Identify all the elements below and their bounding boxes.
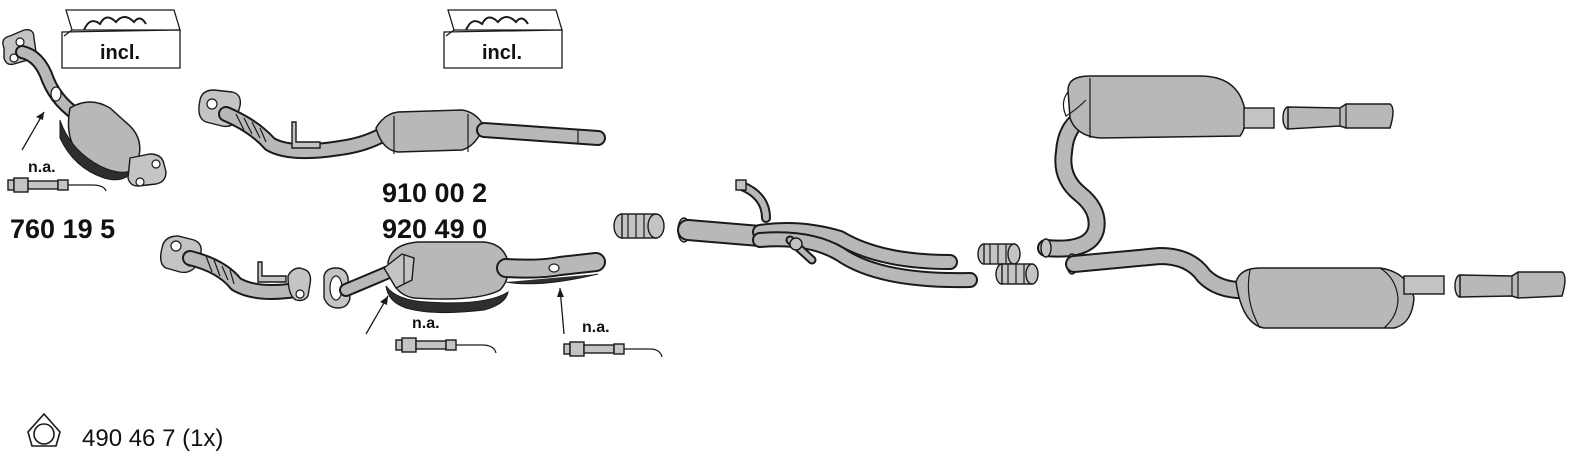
clamp-icon[interactable] [977,243,1021,265]
part-number-910-00-2: 910 00 2 [382,178,487,208]
rear-silencer-lower[interactable] [1065,247,1445,329]
rear-silencer-upper[interactable] [1037,75,1275,258]
incl-label-left: incl. [100,42,140,64]
catalytic-converter-middle[interactable] [323,241,606,314]
front-pipe-lower[interactable] [159,235,312,302]
gasket-part-label: 490 46 7 (1x) [82,425,223,452]
front-pipe-with-catalyst-upper[interactable] [198,89,606,160]
clamp-icon[interactable] [613,213,665,239]
part-number-920-49-0: 920 49 0 [382,214,487,244]
y-pipe-intermediate[interactable] [677,179,978,289]
lambda-sensor-icon [395,337,497,354]
tail-pipe-tip-lower[interactable] [1454,271,1566,299]
na-label-middle: n.a. [412,315,440,332]
lambda-sensor-icon [563,341,663,358]
box-icon [61,9,181,69]
catalytic-converter-left[interactable] [2,28,167,187]
na-label-left: n.a. [28,159,56,176]
included-box-left: incl. [61,9,181,69]
clamp-icon[interactable] [995,263,1039,285]
tail-pipe-tip-upper[interactable] [1282,103,1394,130]
box-icon [443,9,563,69]
lambda-sensor-icon [7,177,107,193]
part-number-760-19-5: 760 19 5 [10,214,115,244]
included-box-right: incl. [443,9,563,69]
na-label-right: n.a. [582,319,610,336]
gasket-ring-icon [27,412,61,447]
incl-label-right: incl. [482,42,522,64]
